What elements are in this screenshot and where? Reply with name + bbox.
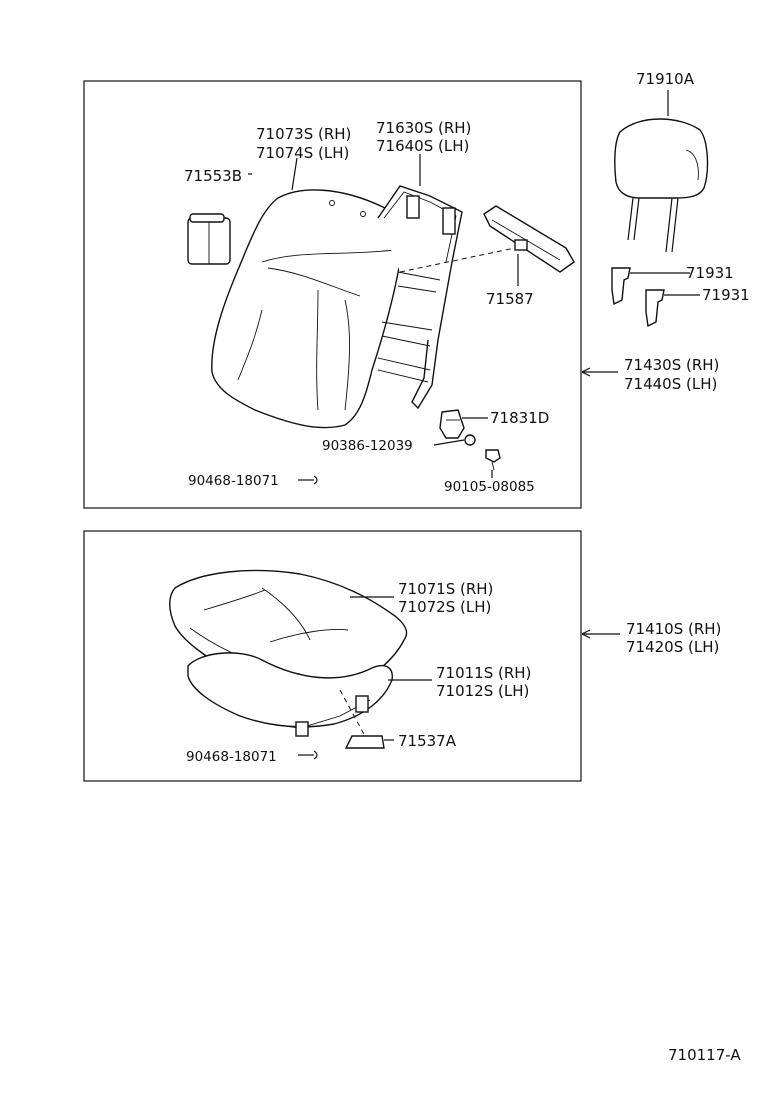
seatback-nut-label: 90386-12039 — [322, 438, 413, 454]
cushion-hog-ring-label: 90468-18071 — [186, 749, 277, 765]
seatback-screw-label: 90105-08085 — [444, 479, 535, 495]
spring-71587-drawing — [483, 205, 575, 273]
headrest-support-b-label: 71931 — [702, 286, 750, 304]
cushion-pad-lh-label: 71012S (LH) — [436, 682, 529, 700]
seatback-frame-box — [83, 80, 582, 509]
diagram-id-label: 710117-A — [668, 1046, 741, 1064]
seatback-cover-drawing — [211, 189, 405, 429]
seatback-pad-label: 71553B — [184, 167, 242, 185]
seatback-assy-rh-label: 71430S (RH) — [624, 356, 719, 374]
headrest-support-b-drawing — [645, 289, 665, 328]
headrest-drawing — [614, 118, 709, 253]
seatback-hog-ring-label: 90468-18071 — [188, 473, 279, 489]
cushion-assy-lh-label: 71420S (LH) — [626, 638, 719, 656]
leader-lines — [248, 90, 700, 760]
seatback-frame-lh-label: 71640S (LH) — [376, 137, 469, 155]
seatback-frame-rh-label: 71630S (RH) — [376, 119, 471, 137]
headrest-part-label: 71910A — [636, 70, 695, 88]
cushion-pad-rh-label: 71011S (RH) — [436, 664, 531, 682]
clip-71831d-drawing — [439, 409, 465, 439]
headrest-support-a-drawing — [611, 267, 631, 306]
headrest-support-a-label: 71931 — [686, 264, 734, 282]
cushion-frame-box — [83, 530, 582, 782]
seatback-spring-label: 71587 — [486, 290, 534, 308]
pad-71553b-drawing — [187, 213, 231, 265]
cushion-pad-drawing — [187, 652, 393, 737]
label-71537a-drawing — [344, 735, 385, 749]
cushion-cover-lh-label: 71072S (LH) — [398, 598, 491, 616]
seatback-cover-rh-label: 71073S (RH) — [256, 125, 351, 143]
screw-drawing — [485, 449, 501, 471]
nut-drawing — [464, 434, 476, 446]
seatback-frame-drawing — [377, 185, 463, 410]
seatback-cover-lh-label: 71074S (LH) — [256, 144, 349, 162]
seatback-clip-label: 71831D — [490, 409, 549, 427]
seatback-assy-lh-label: 71440S (LH) — [624, 375, 717, 393]
cushion-label-part-label: 71537A — [398, 732, 457, 750]
cushion-cover-rh-label: 71071S (RH) — [398, 580, 493, 598]
cushion-assy-rh-label: 71410S (RH) — [626, 620, 721, 638]
